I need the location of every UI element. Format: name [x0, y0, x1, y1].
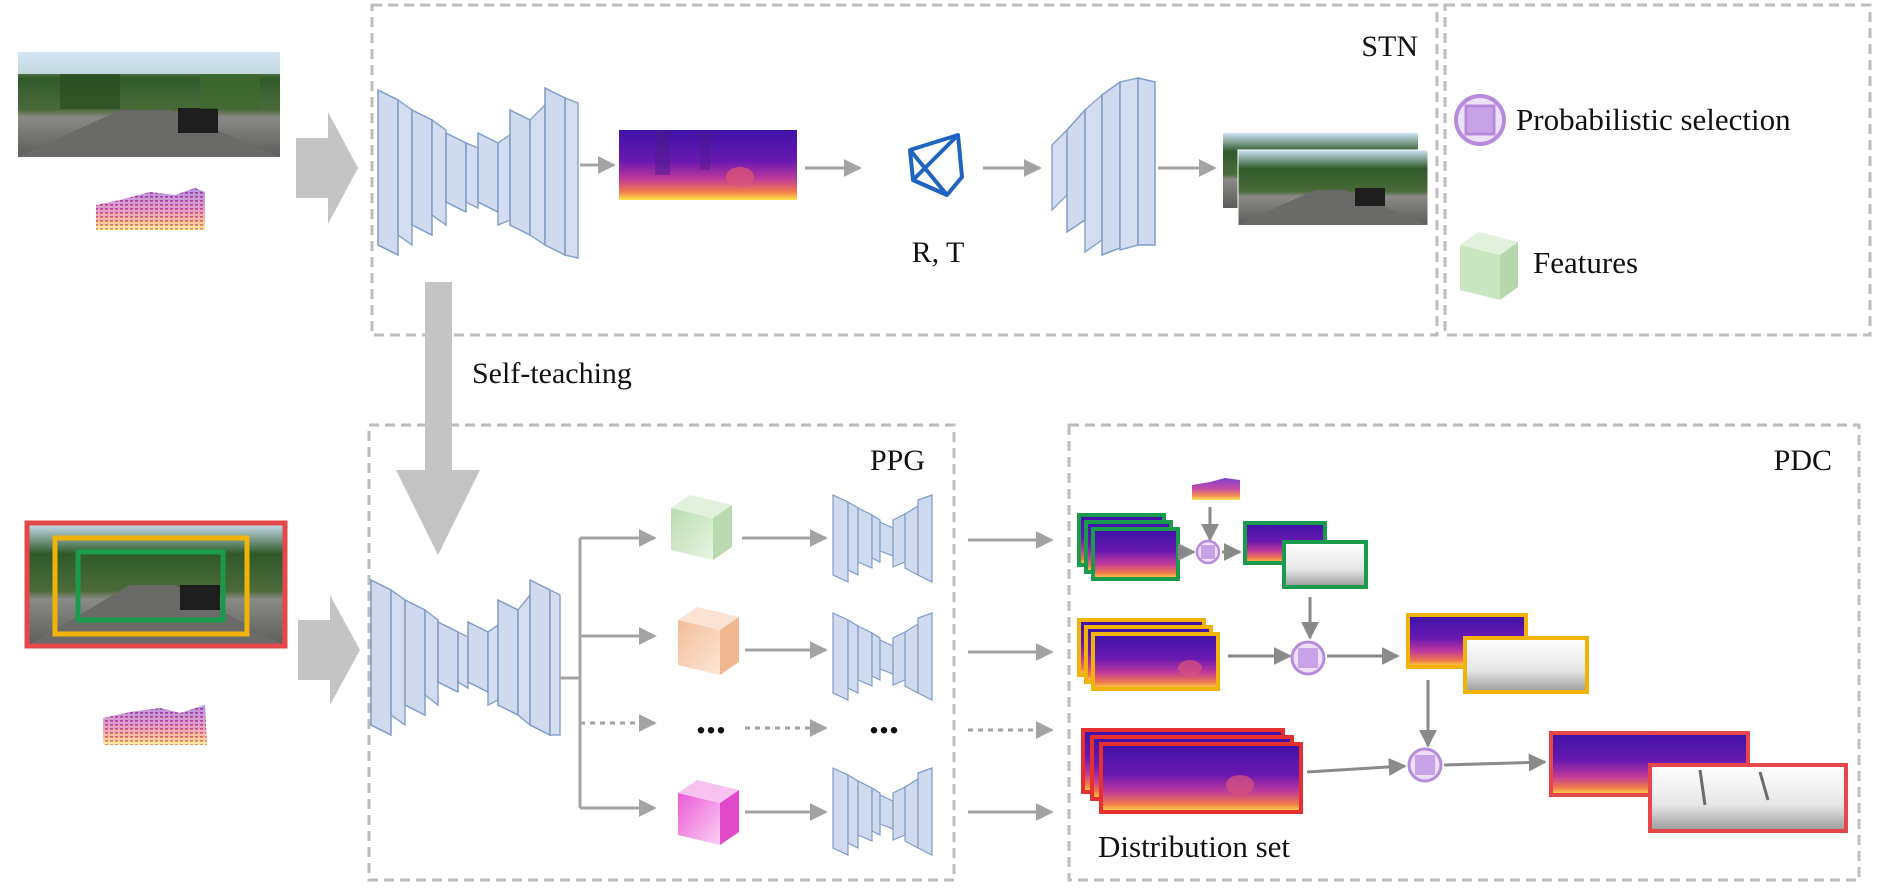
distribution-stack-red — [1081, 728, 1303, 814]
distribution-set-label: Distribution set — [1098, 829, 1290, 864]
input-arrow-top — [296, 112, 358, 224]
ppg-label: PPG — [870, 444, 925, 477]
arrow-r1 — [1306, 758, 1407, 776]
stn-warp-network — [1051, 77, 1156, 257]
final-uncertainty-red — [1648, 763, 1848, 833]
uncertainty-map-yellow — [1463, 636, 1589, 694]
sparse-depth-top — [96, 188, 205, 230]
small-network-1 — [832, 494, 933, 583]
self-teaching-arrow — [396, 282, 480, 555]
sparse-depth-bottom — [103, 705, 207, 745]
sparse-depth-pdc — [1192, 478, 1240, 500]
legend-features: Features — [1533, 245, 1638, 280]
feature-cube-orange — [678, 607, 739, 675]
features-cube-icon — [1460, 232, 1518, 300]
self-teaching-label: Self-teaching — [472, 357, 632, 390]
cube-to-net-arrows — [742, 529, 828, 821]
input-image-top — [18, 52, 280, 157]
rt-label: R, T — [912, 236, 965, 269]
stn-network — [377, 86, 579, 259]
probabilistic-selection-icon — [1454, 94, 1506, 146]
uncertainty-map-green — [1282, 540, 1368, 589]
input-arrow-bottom — [298, 595, 360, 705]
small-network-2 — [832, 612, 933, 701]
arrow-r2 — [1443, 753, 1547, 772]
stn-box — [370, 3, 1439, 337]
ellipsis-features: ... — [696, 697, 726, 742]
distribution-stack-green — [1077, 513, 1180, 581]
stn-label: STN — [1361, 30, 1418, 63]
selection-node-1 — [1195, 539, 1221, 565]
camera-pose-icon — [908, 133, 964, 197]
ellipsis-networks: ... — [869, 697, 899, 742]
stn-depth-map — [619, 130, 797, 200]
branch-lines — [560, 529, 657, 817]
pdc-label: PDC — [1774, 444, 1832, 477]
feature-cube-green — [671, 495, 732, 560]
selection-node-3 — [1407, 747, 1443, 783]
small-network-3 — [832, 767, 933, 856]
ppg-network — [370, 578, 561, 737]
pdc-box — [1067, 423, 1861, 882]
legend-box — [1443, 3, 1872, 337]
distribution-stack-yellow — [1077, 618, 1220, 691]
feature-cube-pink — [678, 780, 739, 845]
ppg-box — [367, 423, 956, 882]
legend-probabilistic-selection: Probabilistic selection — [1516, 102, 1791, 137]
selection-node-2 — [1290, 640, 1326, 676]
stn-output-images — [1223, 133, 1429, 226]
net-to-pdc-arrows — [968, 531, 1054, 821]
input-image-bottom — [24, 520, 288, 649]
